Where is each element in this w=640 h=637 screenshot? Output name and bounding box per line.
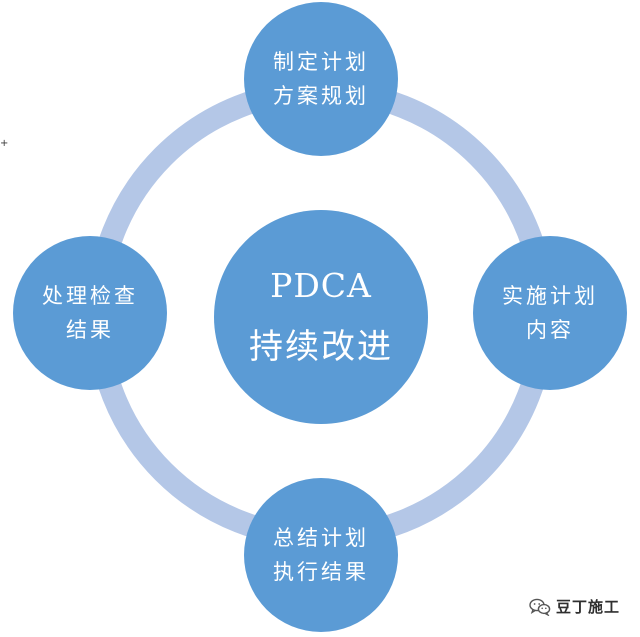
node-do-line2: 内容 [526,318,574,342]
left-edge-mark: + [0,138,9,149]
node-do: 实施计划 内容 [473,236,627,390]
center-node: PDCA 持续改进 [214,210,428,424]
node-act-line2: 结果 [66,318,114,342]
node-check: 总结计划 执行结果 [244,478,398,632]
node-act: 处理检查 结果 [13,236,167,390]
center-subtitle: 持续改进 [249,327,393,367]
node-act-line1: 处理检查 [42,284,138,308]
node-check-line2: 执行结果 [273,560,369,584]
node-do-line1: 实施计划 [502,284,598,308]
watermark: 豆丁施工 [529,596,620,617]
node-check-line1: 总结计划 [273,526,369,550]
watermark-text: 豆丁施工 [556,598,621,616]
wechat-icon [529,598,551,616]
node-plan: 制定计划 方案规划 [244,2,398,156]
node-plan-line1: 制定计划 [273,50,369,74]
center-title: PDCA [270,266,372,305]
node-plan-line2: 方案规划 [273,84,369,108]
